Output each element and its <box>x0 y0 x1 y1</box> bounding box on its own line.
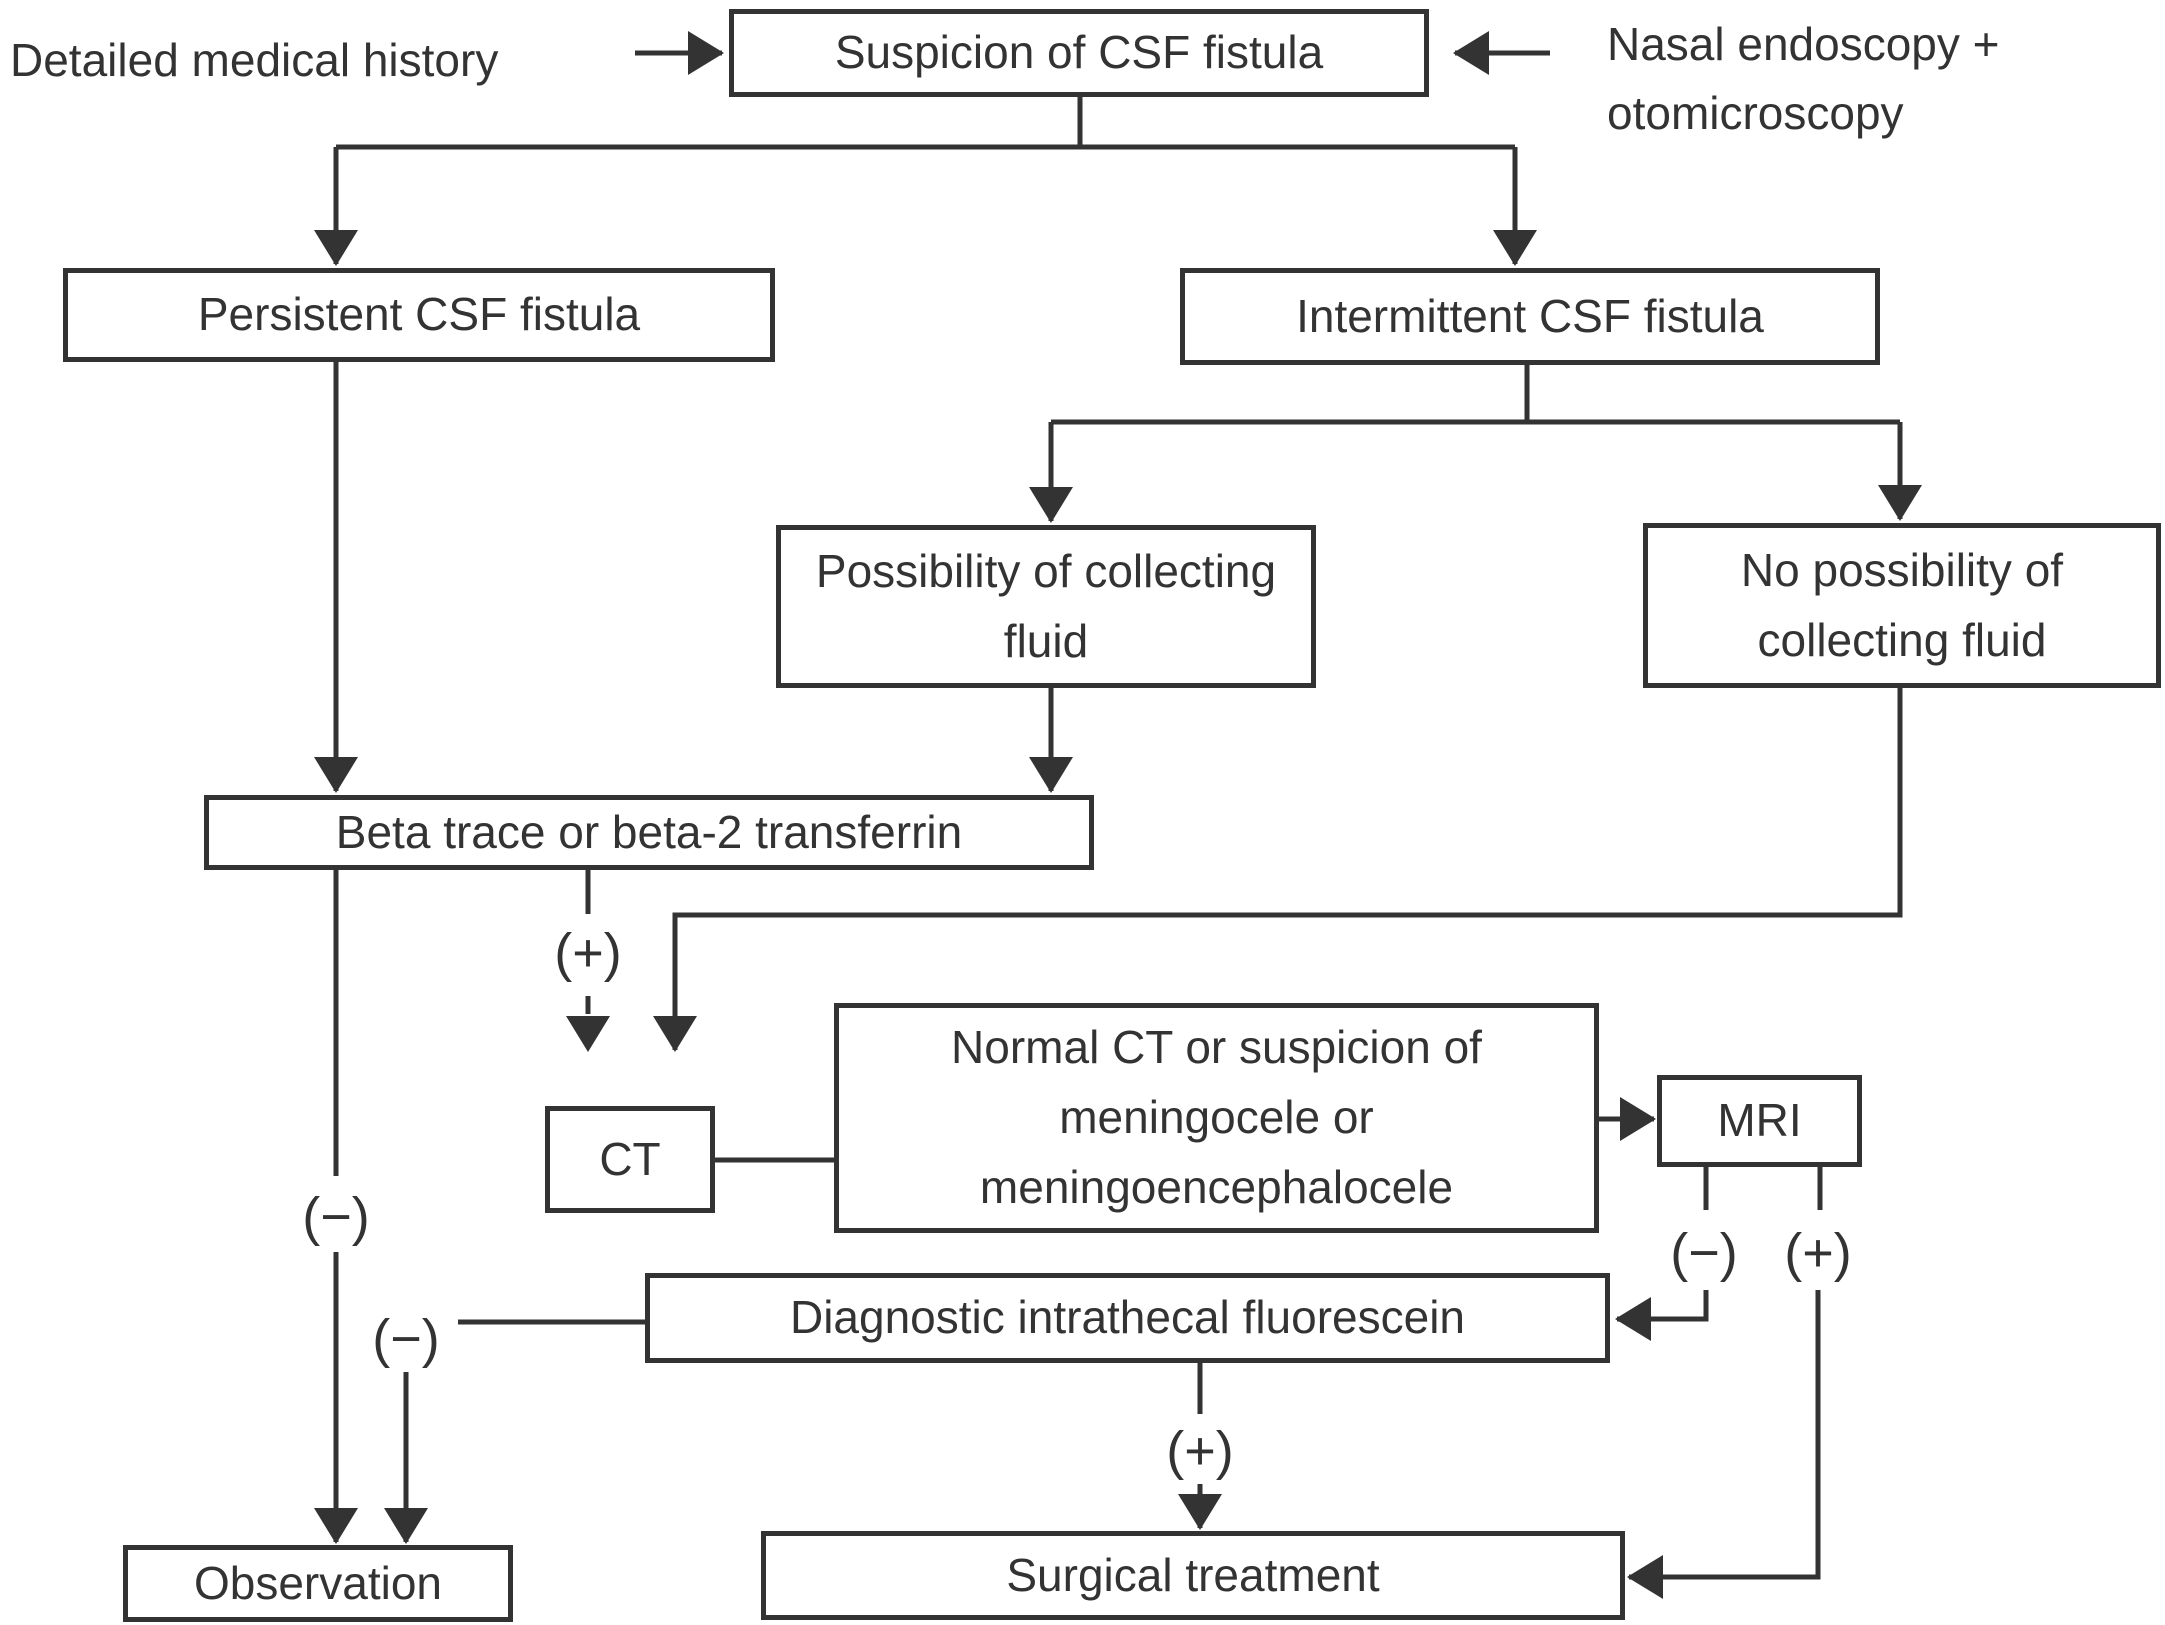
mri-negative-label: (−) <box>1670 1223 1738 1283</box>
node-surgical-treatment: Surgical treatment <box>761 1531 1625 1620</box>
nasal-endoscopy-label: Nasal endoscopy + otomicroscopy <box>1607 18 2000 139</box>
node-persistent-csf-fistula: Persistent CSF fistula <box>63 268 775 362</box>
beta-positive-label: (+) <box>554 923 622 983</box>
node-possibility-of-collecting-fluid: Possibility of collecting fluid <box>776 525 1316 688</box>
edge-suspicion-split <box>336 97 1515 150</box>
node-beta-trace-or-beta-2-transferrin: Beta trace or beta-2 transferrin <box>204 795 1094 870</box>
detailed-medical-history-label: Detailed medical history <box>10 34 499 86</box>
edge-mri-positive-to-surgical <box>1627 1290 1821 1599</box>
node-normal-ct-or-suspicion: Normal CT or suspicion of meningocele or… <box>834 1003 1599 1233</box>
node-suspicion-of-csf-fistula: Suspicion of CSF fistula <box>729 9 1429 97</box>
node-ct: CT <box>545 1106 715 1213</box>
node-mri: MRI <box>1657 1075 1862 1167</box>
edge-no-possibility-to-ct <box>653 688 1903 1052</box>
fluorescein-positive-label: (+) <box>1166 1421 1234 1481</box>
fluorescein-negative-label: (−) <box>372 1309 440 1369</box>
beta-negative-label: (−) <box>302 1187 370 1247</box>
edge-intermittent-split <box>1051 365 1900 425</box>
node-intermittent-csf-fistula: Intermittent CSF fistula <box>1180 268 1880 365</box>
node-observation: Observation <box>123 1545 513 1622</box>
node-diagnostic-intrathecal-fluorescein: Diagnostic intrathecal fluorescein <box>645 1273 1610 1363</box>
edge-mri-negative-to-fluorescein <box>1615 1290 1709 1341</box>
mri-positive-label: (+) <box>1784 1223 1852 1283</box>
node-no-possibility-of-collecting-fluid: No possibility of collecting fluid <box>1643 523 2161 688</box>
